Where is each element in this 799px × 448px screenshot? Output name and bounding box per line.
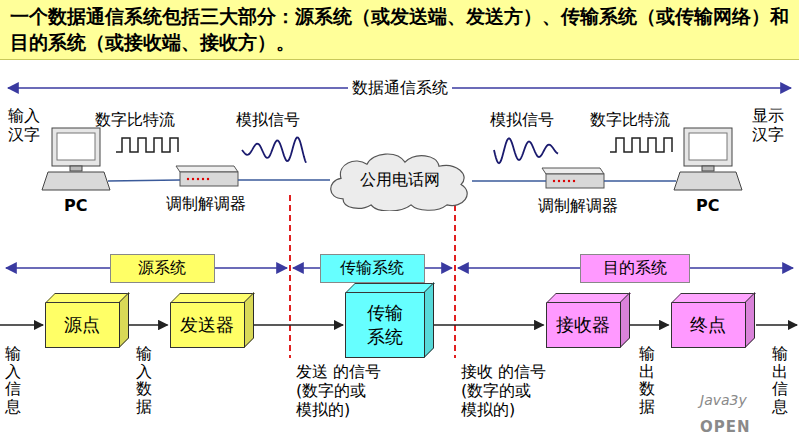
system-band: 传输系统 bbox=[320, 254, 425, 283]
node-text: 源系统 bbox=[138, 258, 186, 279]
bit-stream bbox=[610, 138, 672, 152]
flow-arrow bbox=[630, 324, 669, 326]
flow-label: 输入信息 bbox=[5, 345, 21, 415]
system-span-label: 数据通信系统 bbox=[348, 78, 452, 97]
node-text: 传输系统 bbox=[366, 301, 404, 349]
flow-arrow bbox=[434, 324, 544, 326]
flow-label: 输入数据 bbox=[136, 345, 152, 415]
node-text: 发送器 bbox=[180, 313, 234, 337]
pc-icon bbox=[674, 128, 742, 190]
modem-icon bbox=[176, 166, 238, 186]
node-text: 终点 bbox=[690, 313, 726, 337]
device-label: 调制解调器 bbox=[538, 196, 618, 215]
boundary-line bbox=[290, 195, 455, 358]
pc-icon bbox=[42, 128, 110, 190]
input-arrow bbox=[0, 324, 43, 326]
flow-arrow bbox=[254, 324, 344, 326]
signal-label: 接收 的信号 (数字的或 模拟的) bbox=[461, 362, 557, 420]
analog-wave bbox=[242, 137, 306, 162]
node-text: 目的系统 bbox=[603, 258, 667, 279]
signal-label: 模拟信号 bbox=[236, 110, 300, 129]
signal-label: 数字比特流 bbox=[95, 110, 175, 129]
process-box: 终点 bbox=[671, 302, 746, 348]
process-box: 发送器 bbox=[170, 302, 245, 348]
process-box: 源点 bbox=[45, 302, 120, 348]
node-text: 接收器 bbox=[556, 313, 610, 337]
signal-label: 数字比特流 bbox=[590, 110, 670, 129]
process-box: 传输系统 bbox=[345, 292, 425, 358]
flow-arrow bbox=[129, 324, 168, 326]
node-text: 传输系统 bbox=[340, 258, 404, 279]
signal-label: 发送 的信号 (数字的或 模拟的) bbox=[296, 362, 392, 420]
system-band: 目的系统 bbox=[580, 254, 690, 283]
node-text: 源点 bbox=[64, 313, 100, 337]
device-label: PC bbox=[64, 196, 87, 215]
flow-label: 输出数据 bbox=[639, 345, 655, 415]
node-text: 公用电话网 bbox=[360, 170, 440, 191]
analog-wave bbox=[494, 138, 558, 163]
bit-stream bbox=[116, 138, 178, 152]
watermark: Java3y bbox=[700, 392, 747, 409]
modem-icon bbox=[542, 168, 604, 188]
process-box: 接收器 bbox=[546, 302, 621, 348]
input-label: 输入 汉字 bbox=[8, 106, 44, 144]
device-label: PC bbox=[696, 196, 719, 215]
flow-label: 输出信息 bbox=[772, 345, 788, 415]
system-band: 源系统 bbox=[110, 254, 215, 283]
network-cloud: 公用电话网 bbox=[325, 150, 475, 211]
output-arrow bbox=[756, 324, 797, 326]
output-label: 显示 汉字 bbox=[752, 106, 788, 144]
watermark: OPEN bbox=[700, 418, 751, 436]
signal-label: 模拟信号 bbox=[490, 110, 554, 129]
title: 一个数据通信系统包括三大部分：源系统（或发送端、发送方）、传输系统（或传输网络）… bbox=[0, 0, 799, 60]
device-label: 调制解调器 bbox=[166, 194, 246, 213]
